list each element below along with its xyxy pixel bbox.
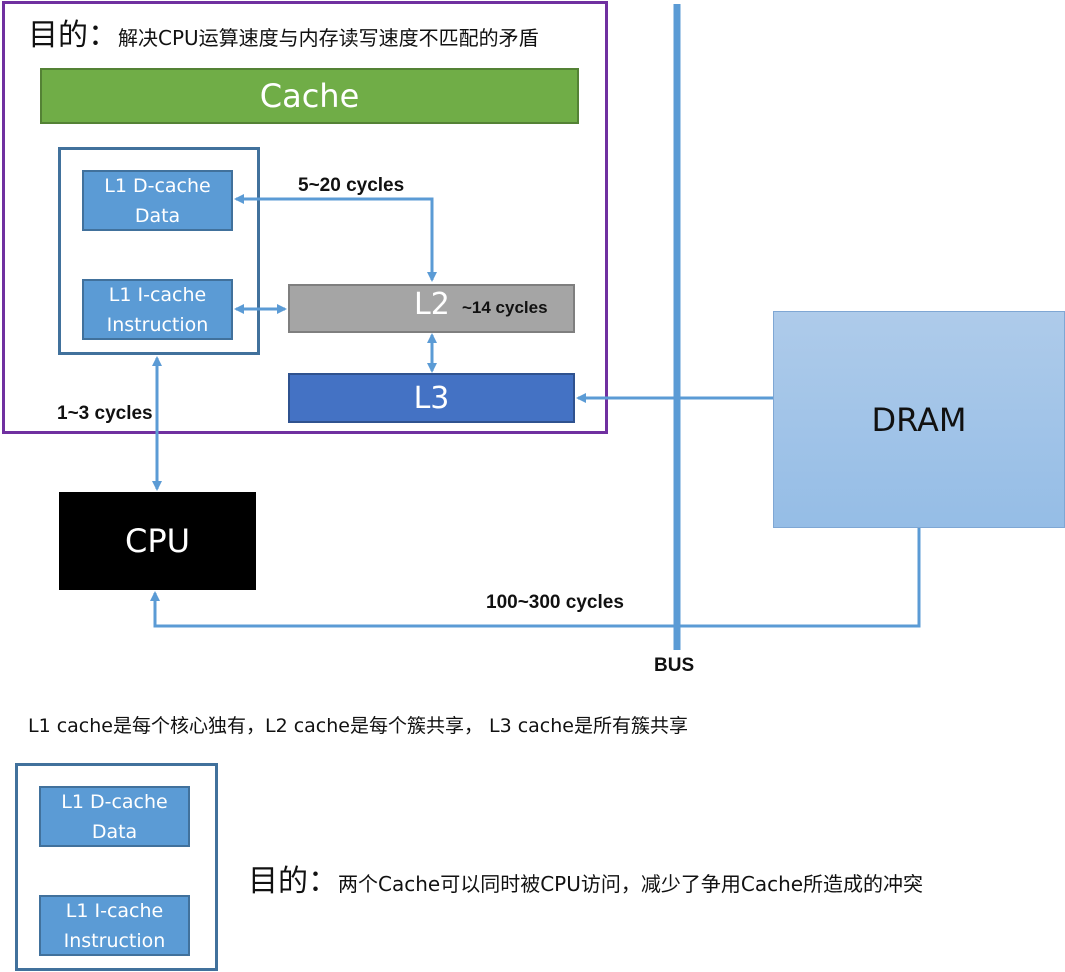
top-purpose-prefix: 目的： — [28, 18, 118, 53]
l2-label: L2 — [414, 287, 450, 322]
bottom-l1-group-frame — [15, 763, 218, 971]
l1-dcache-line2: Data — [134, 204, 181, 227]
dram-label: DRAM — [871, 400, 967, 439]
l1-dcache-line1: L1 D-cache — [104, 174, 211, 197]
cache-banner-label: Cache — [259, 77, 360, 115]
cache-system-frame — [2, 1, 608, 434]
cpu-label: CPU — [124, 522, 191, 560]
bottom-l1-dcache-line2: Data — [91, 820, 138, 843]
cpu-box: CPU — [59, 492, 256, 590]
bottom-l1-icache-line1: L1 I-cache — [65, 899, 164, 922]
l2-box — [288, 284, 575, 333]
top-purpose: 目的：解决CPU运算速度与内存读写速度不匹配的矛盾 — [28, 10, 539, 54]
l3-label: L3 — [413, 380, 450, 416]
bottom-l1-dcache-box: L1 D-cache Data — [39, 786, 190, 847]
l2-cycles-label: ~14 cycles — [462, 298, 548, 317]
sharing-note: L1 cache是每个核心独有，L2 cache是每个簇共享， L3 cache… — [28, 715, 688, 737]
bottom-l1-icache-box: L1 I-cache Instruction — [39, 895, 190, 956]
l1d-l2-arrow — [234, 194, 437, 282]
bottom-l1-icache-line2: Instruction — [63, 929, 166, 952]
top-purpose-text: 解决CPU运算速度与内存读写速度不匹配的矛盾 — [118, 26, 539, 50]
l1-dcache-box: L1 D-cache Data — [82, 170, 233, 231]
bus-label: BUS — [654, 655, 695, 676]
l3-box: L3 — [288, 373, 575, 423]
cpu-l1-cycles-label: 1~3 cycles — [57, 403, 153, 424]
bottom-purpose-text: 两个Cache可以同时被CPU访问，减少了争用Cache所造成的冲突 — [338, 872, 924, 896]
dram-cpu-arrow — [150, 528, 921, 628]
l1-l2-cycles-label: 5~20 cycles — [298, 175, 405, 196]
dram-box: DRAM — [773, 311, 1065, 528]
bottom-purpose: 目的：两个Cache可以同时被CPU访问，减少了争用Cache所造成的冲突 — [248, 856, 923, 900]
cache-banner: Cache — [40, 68, 579, 124]
l1-icache-line2: Instruction — [106, 313, 209, 336]
l1-icache-box: L1 I-cache Instruction — [82, 279, 233, 340]
cpu-dram-cycles-label: 100~300 cycles — [486, 592, 624, 613]
bottom-purpose-prefix: 目的： — [248, 864, 338, 899]
bottom-l1-dcache-line1: L1 D-cache — [61, 790, 168, 813]
l1-icache-line1: L1 I-cache — [108, 283, 207, 306]
